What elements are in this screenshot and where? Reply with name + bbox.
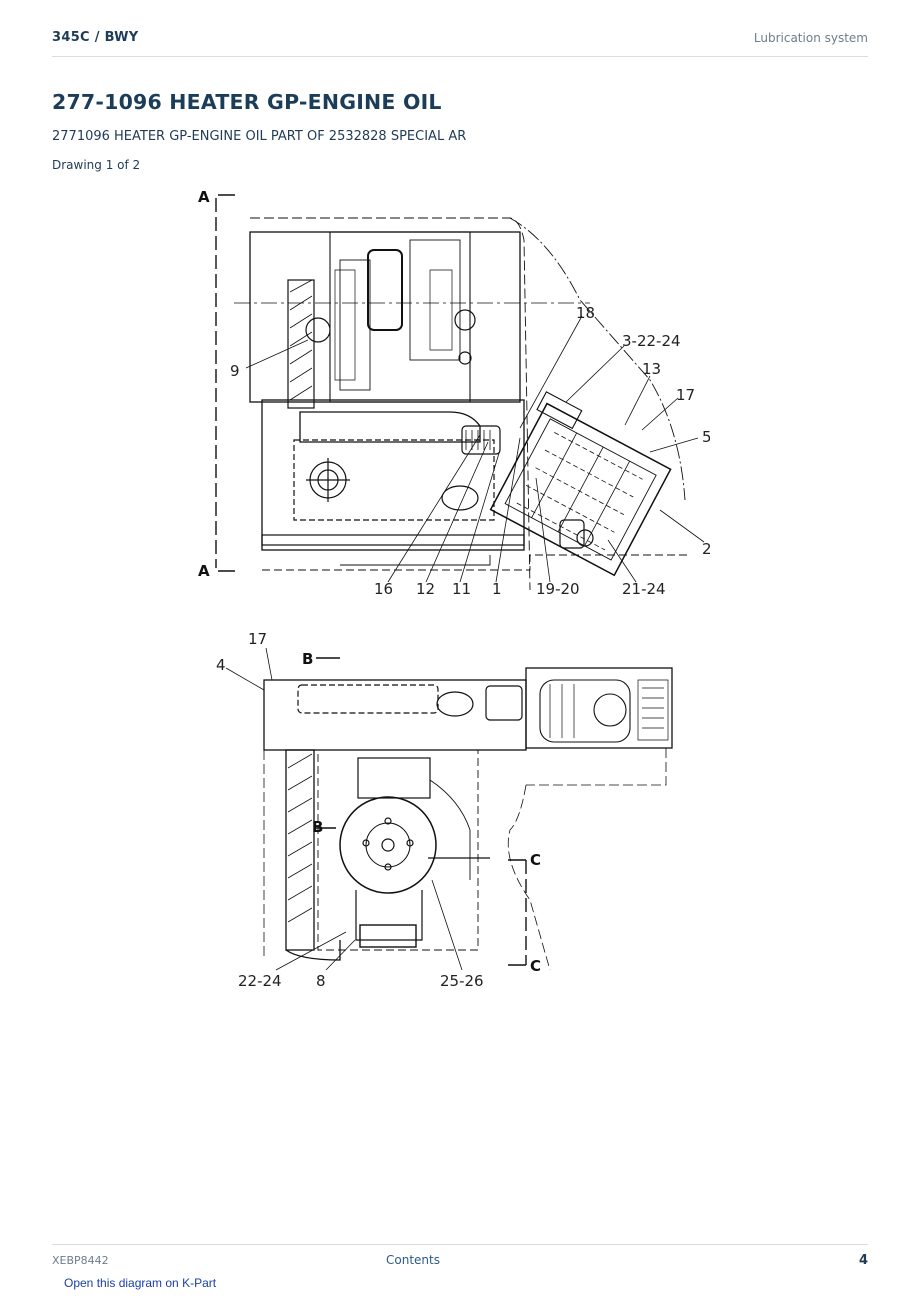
callout-4: 4: [216, 656, 226, 674]
callout-11: 11: [452, 580, 471, 598]
section-mark-c-bottom: C: [530, 957, 541, 975]
callout-12: 12: [416, 580, 435, 598]
callout-3-22-24: 3-22-24: [622, 332, 681, 350]
callout-17-top: 17: [676, 386, 695, 404]
page-footer: XEBP8442 Contents 4: [52, 1244, 868, 1273]
callout-21-24: 21-24: [622, 580, 666, 598]
parts-diagram: A A B B C C 9 18 3-22-24 13 17 5 2 16 12…: [198, 188, 710, 990]
callout-22-24: 22-24: [238, 972, 282, 990]
machine-model: 345C / BWY: [52, 30, 139, 45]
section-mark-b-top: B: [302, 650, 313, 668]
section-name: Lubrication system: [753, 31, 868, 45]
callout-19-20: 19-20: [536, 580, 580, 598]
callout-9: 9: [230, 362, 240, 380]
page-number: 4: [858, 1253, 868, 1268]
page-title: 277-1096 HEATER GP-ENGINE OIL: [52, 90, 442, 114]
callout-5: 5: [702, 428, 710, 446]
callout-2: 2: [702, 540, 710, 558]
callout-25-26: 25-26: [440, 972, 484, 990]
document-id: XEBP8442: [52, 1254, 109, 1267]
top-view-drawing: [215, 194, 705, 591]
callout-18: 18: [576, 304, 595, 322]
section-mark-c-top: C: [530, 851, 541, 869]
callout-8: 8: [316, 972, 326, 990]
drawing-counter: Drawing 1 of 2: [52, 158, 141, 172]
contents-link[interactable]: Contents: [386, 1253, 440, 1267]
callout-16: 16: [374, 580, 393, 598]
part-description: 2771096 HEATER GP-ENGINE OIL PART OF 253…: [52, 129, 467, 144]
front-view-drawing: [225, 647, 673, 971]
callout-13: 13: [642, 360, 661, 378]
section-mark-a-top: A: [198, 188, 210, 206]
section-mark-a-bottom: A: [198, 562, 210, 580]
open-in-kpart-link[interactable]: Open this diagram on K-Part: [64, 1276, 217, 1290]
callout-1: 1: [492, 580, 502, 598]
callout-17-front: 17: [248, 630, 267, 648]
section-mark-b-bottom: B: [312, 818, 323, 836]
page-header: 345C / BWY Lubrication system: [52, 28, 868, 57]
